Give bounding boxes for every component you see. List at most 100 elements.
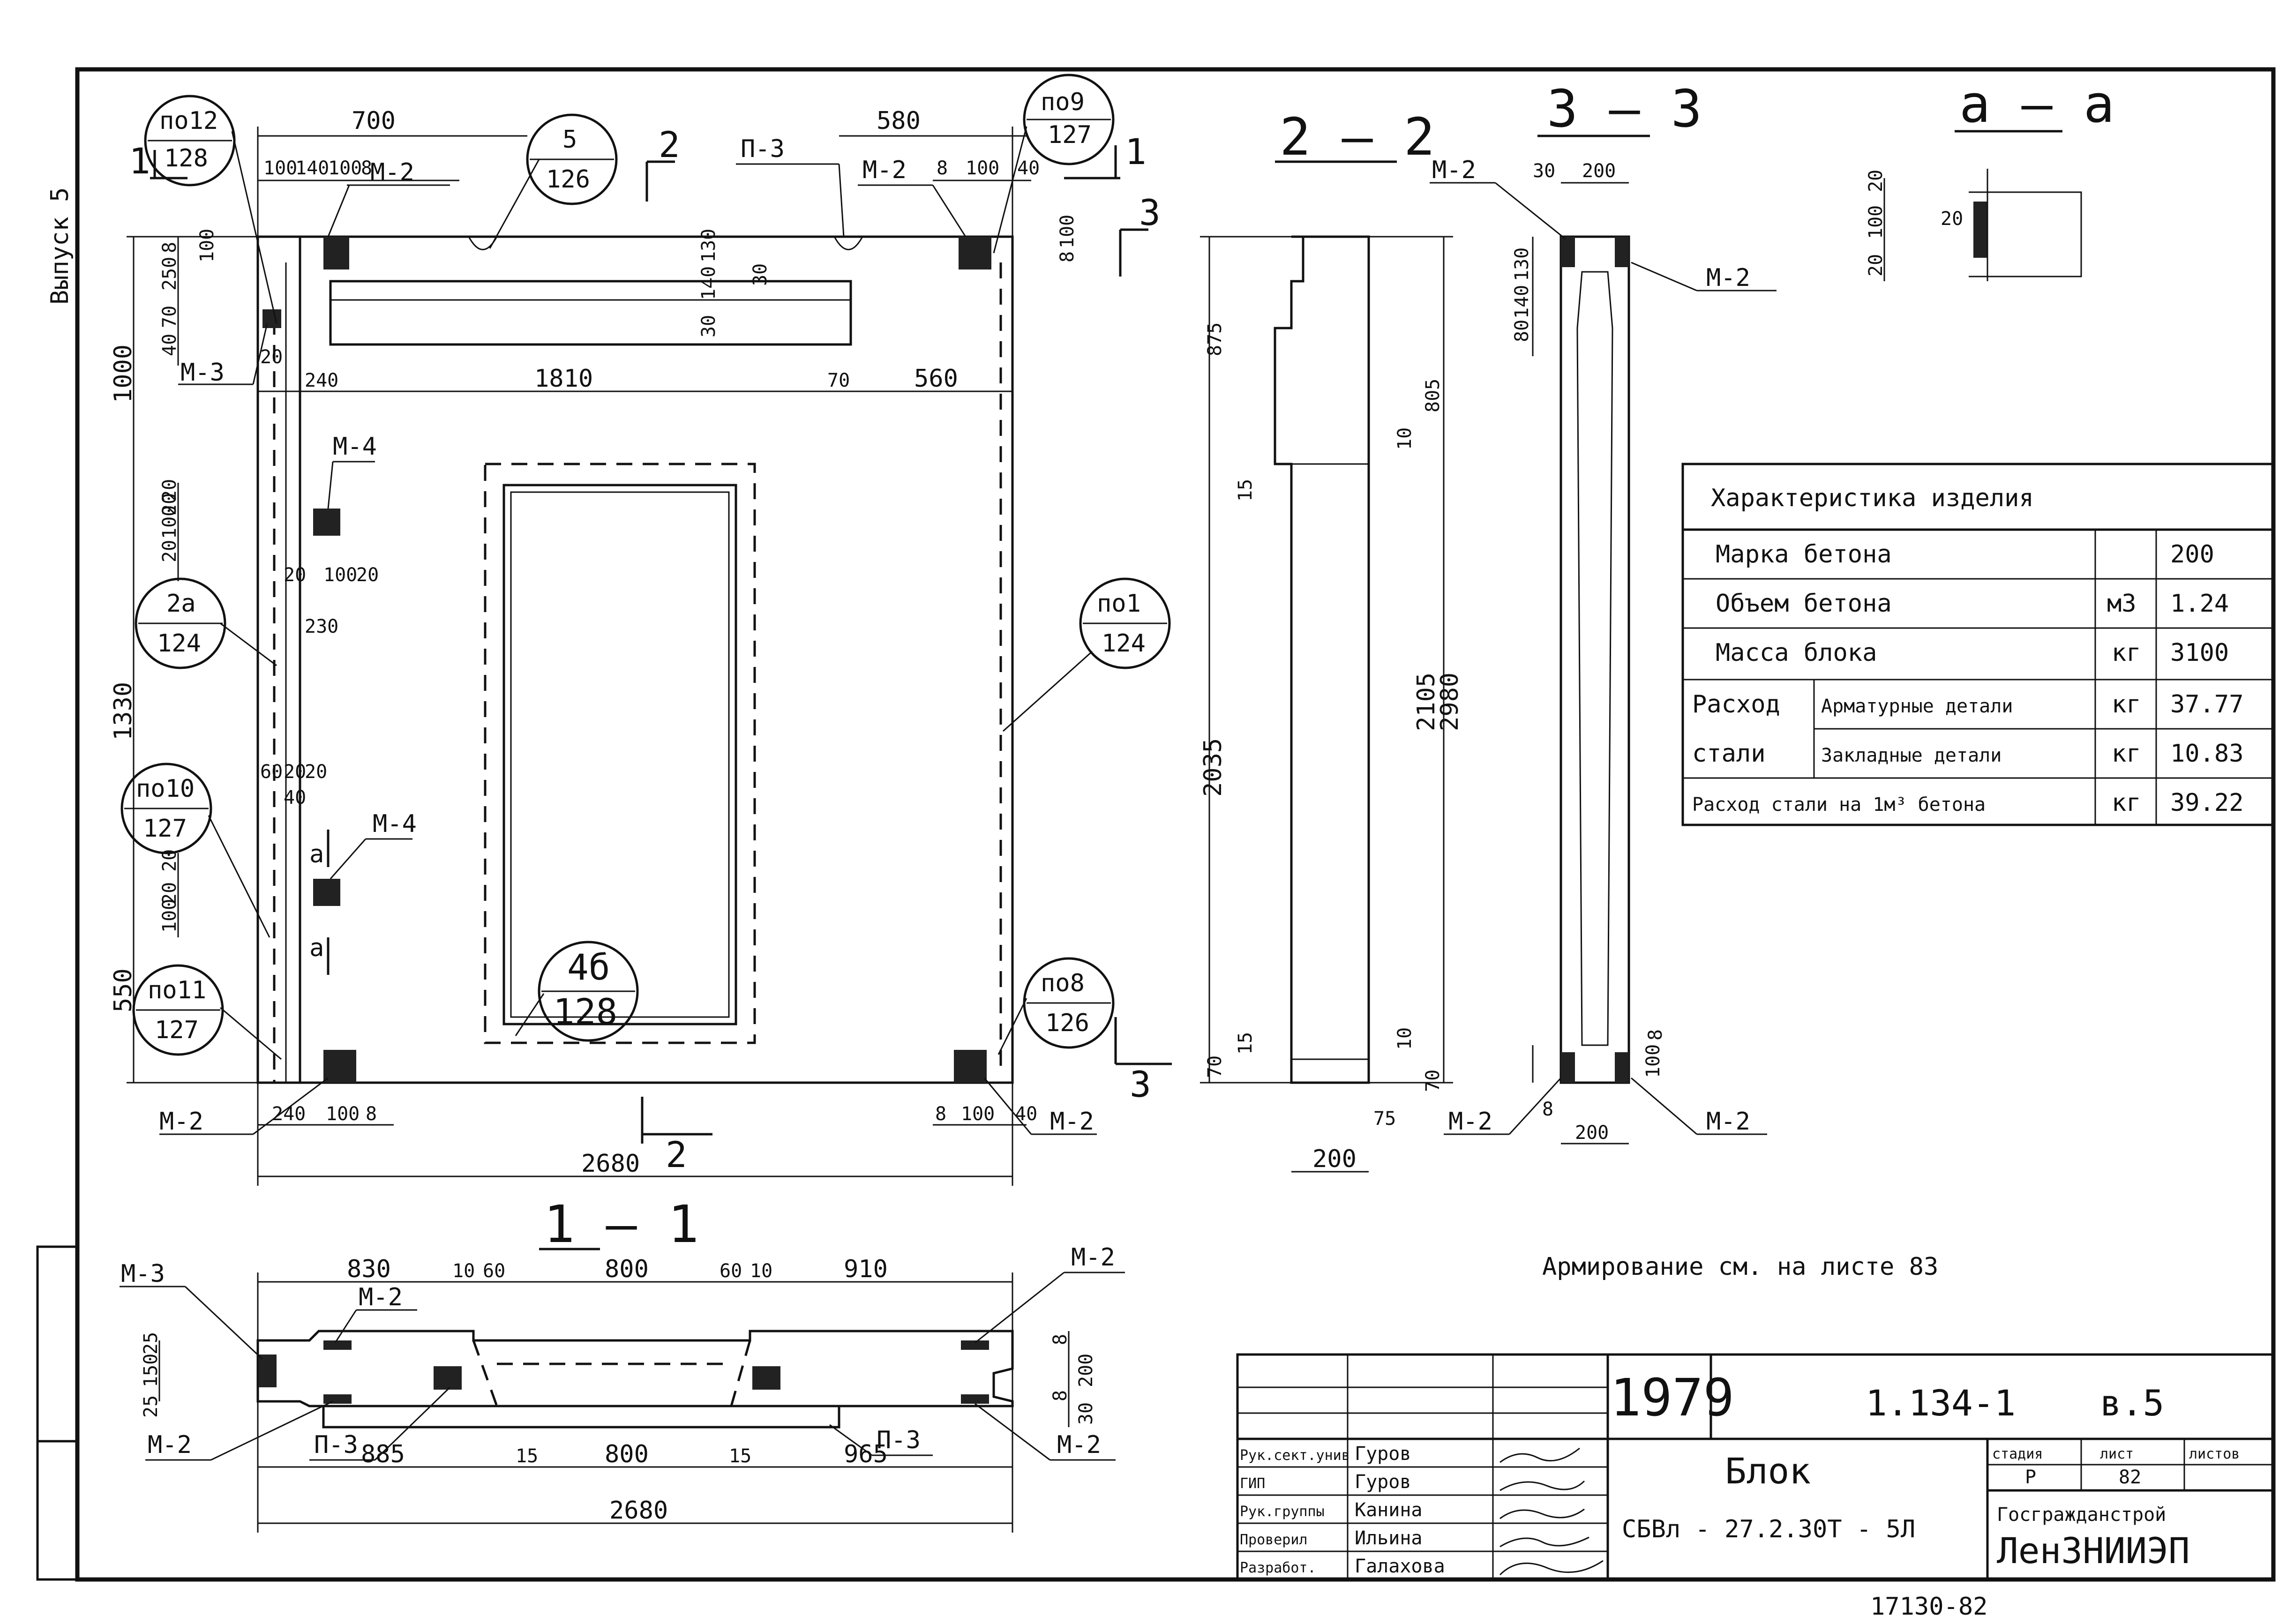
dim: 830 (347, 1255, 391, 1283)
staff-name: Гуров (1355, 1471, 1411, 1493)
dim: 130 (1511, 247, 1533, 281)
mark-m2-33-bl: М-2 (1448, 1108, 1492, 1136)
dim: 70 (1204, 1055, 1226, 1078)
section-mark-1-left: 1 (129, 140, 150, 182)
section-mark-3-bottom: 3 (1130, 1063, 1151, 1105)
mark-m2-11-br: М-2 (1057, 1431, 1101, 1459)
dim-1000: 1000 (109, 344, 137, 403)
staff-role: ГИП (1240, 1475, 1265, 1492)
dim: 805 (1422, 379, 1444, 412)
dim-580: 580 (877, 107, 921, 135)
mark-m2-tr: М-2 (862, 156, 907, 184)
dim: 60 (260, 761, 283, 783)
mark-m2-33-right: М-2 (1706, 264, 1750, 292)
dim-2680: 2680 (609, 1497, 668, 1525)
section-3-3: 3 — 3 30 200 130 140 80 100 8 8 200 М-2 … (1430, 79, 1777, 1145)
dim: 20 (1865, 254, 1887, 277)
dim: 200 (1075, 1354, 1097, 1387)
callout-top: по11 (148, 976, 206, 1004)
row-value-steel-per-m3: 39.22 (2170, 789, 2244, 817)
callout-bottom: 124 (1102, 629, 1146, 658)
dim: 8 (1542, 1099, 1553, 1120)
dim: 60 (483, 1260, 505, 1282)
dim: 20 (284, 761, 306, 783)
staff-name: Ильина (1355, 1527, 1423, 1549)
callout-top: 2а (166, 590, 196, 618)
mark-m2-br: М-2 (1050, 1108, 1094, 1136)
section-mark-2-top: 2 (659, 124, 680, 165)
plate-m2-tr (959, 237, 991, 269)
callout-2a: 2а 124 (135, 577, 277, 669)
callout-po8: по8 126 (997, 957, 1115, 1055)
dim: 965 (844, 1440, 888, 1468)
row-unit: кг (2112, 690, 2141, 718)
section-2-2: 2 — 2 875 15 2035 70 15 200 75 805 10 21… (1199, 107, 1464, 1173)
signature (1499, 1560, 1604, 1576)
title-product-mark: СБВл - 27.2.30Т - 5Л (1622, 1515, 1915, 1543)
dim: 800 (605, 1255, 649, 1283)
title-stage-header: стадия (1992, 1446, 2043, 1462)
section-mark-a-top: а (309, 840, 324, 868)
section-mark-3-top: 3 (1139, 192, 1161, 233)
mark-m4-bot: М-4 (373, 810, 417, 838)
title-block: 1979 1.134-1 в.5 Блок СБВл - 27.2.30Т - … (1236, 1353, 2275, 1581)
row-label-rebar: Арматурные детали (1821, 696, 2013, 717)
signature (1499, 1536, 1589, 1548)
title-stage: Р (2025, 1467, 2036, 1488)
mark-p3-11-right: П-3 (877, 1426, 921, 1454)
dim: 25 (140, 1395, 162, 1418)
characteristics-title: Характеристика изделия (1711, 484, 2034, 512)
title-year: 1979 (1610, 1368, 1734, 1428)
dim: 70 (1422, 1070, 1444, 1092)
mark-m2-tl: М-2 (370, 158, 414, 187)
dim: 30 (698, 315, 720, 337)
callout-bottom: 126 (1045, 1009, 1089, 1037)
dim: 100 (323, 564, 357, 586)
row-value-embedded: 10.83 (2170, 740, 2244, 768)
mark-m2-33-top: М-2 (1432, 156, 1476, 184)
dim: 20 (159, 882, 180, 905)
title-org2: ЛенЗНИИЭП (1997, 1530, 2190, 1572)
dim: 2035 (1199, 738, 1227, 797)
callout-top: по1 (1097, 590, 1141, 618)
dim: 8 (366, 1103, 377, 1125)
characteristics-table: Характеристика изделия Марка бетона 200 … (1681, 463, 2275, 826)
staff-role: Рук.группы (1240, 1504, 1325, 1520)
dim: 875 (1204, 322, 1226, 356)
dim: 200 (1312, 1145, 1357, 1173)
section-1-1: 1 — 1 830 10 60 800 60 10 910 885 15 800… (120, 1194, 1125, 1533)
mark-p3-11-left: П-3 (314, 1431, 358, 1459)
dim: 2980 (1436, 673, 1464, 731)
dim: 8 (1050, 1390, 1071, 1401)
dim: 230 (305, 616, 338, 637)
dim: 70 (827, 370, 850, 391)
dim: 100 (326, 1103, 360, 1125)
reinforcement-note: Армирование см. на листе 83 (1542, 1253, 1938, 1281)
dim: 150 (140, 1354, 162, 1387)
callout-po1: по1 124 (1002, 577, 1171, 732)
dim: 8 (935, 1103, 946, 1125)
row-value-concrete-volume: 1.24 (2170, 590, 2229, 618)
staff-name: Канина (1355, 1499, 1423, 1521)
dim: 8 (937, 157, 948, 179)
dim: 15 (516, 1445, 538, 1467)
dim: 100 (1642, 1044, 1664, 1078)
plate-m4-top (313, 509, 340, 536)
callout-4b: 4б 128 (515, 941, 639, 1042)
callout-top: 5 (562, 126, 577, 154)
plan-view: 700 100 140 100 8 580 8 100 40 240 1810 … (109, 74, 1172, 1186)
staff-role: Разработ. (1240, 1560, 1316, 1576)
dim: 100 (966, 157, 999, 179)
dim: 20 (1941, 208, 1963, 230)
callout-top: по9 (1041, 88, 1085, 116)
callout-bottom: 127 (155, 1016, 199, 1044)
title-code: 1.134-1 (1866, 1382, 2016, 1424)
dim: 20 (159, 479, 180, 501)
row-label-embedded: Закладные детали (1821, 745, 2002, 766)
dim: 100 (159, 505, 180, 539)
row-unit: кг (2112, 740, 2141, 768)
row-label-concrete-grade: Марка бетона (1716, 540, 1892, 569)
section-3-3-title: 3 — 3 (1547, 79, 1702, 139)
callout-top: по10 (136, 775, 195, 803)
dim: 100 (159, 899, 180, 933)
